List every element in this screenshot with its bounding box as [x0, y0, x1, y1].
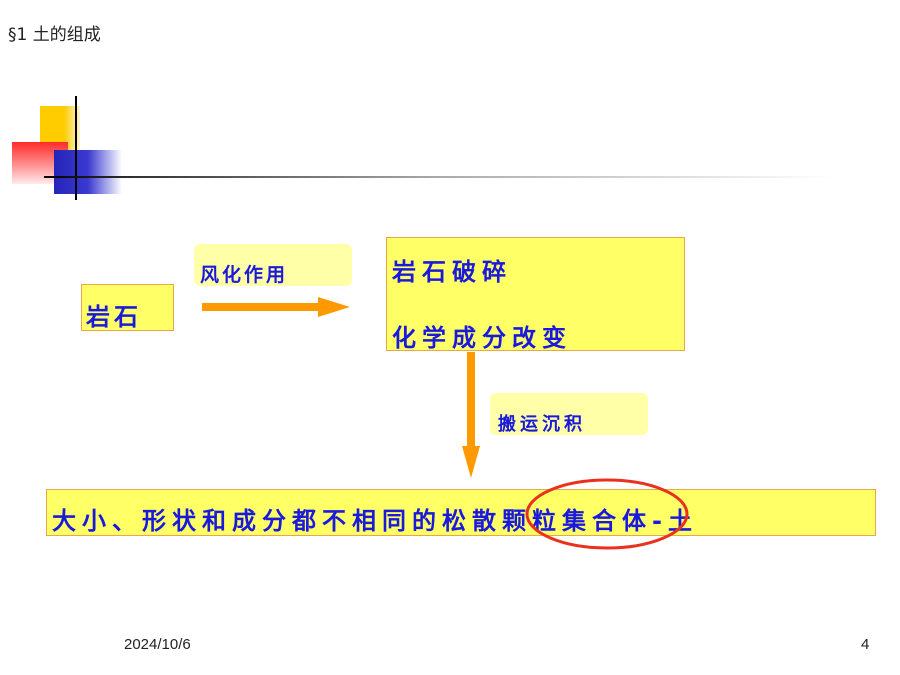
rock-box: [81, 284, 174, 331]
logo-blue-square: [54, 150, 122, 194]
slide-date: 2024/10/6: [124, 636, 191, 653]
weathering-label: 风化作用: [200, 264, 289, 286]
title-divider-line: [44, 176, 834, 178]
weathered-rock-box: [386, 237, 685, 351]
soil-definition-text: 大小、形状和成分都不相同的松散颗粒集合体-土: [52, 507, 698, 535]
right-arrow-icon: [202, 297, 350, 317]
transport-label-bg: [490, 393, 648, 435]
soil-definition-box: [46, 489, 876, 536]
highlight-ellipse: [525, 478, 689, 550]
rock-broken-text: 岩石破碎: [392, 258, 512, 286]
slide-page-number: 4: [861, 636, 870, 653]
weathering-label-bg: [194, 244, 352, 286]
logo-vertical-line: [75, 96, 77, 200]
down-arrow-icon: [462, 352, 480, 478]
slide-title: §1 土的组成: [8, 25, 101, 45]
transport-label: 搬运沉积: [498, 414, 586, 435]
chemical-change-text: 化学成分改变: [392, 324, 572, 352]
rock-label: 岩石: [86, 303, 142, 331]
